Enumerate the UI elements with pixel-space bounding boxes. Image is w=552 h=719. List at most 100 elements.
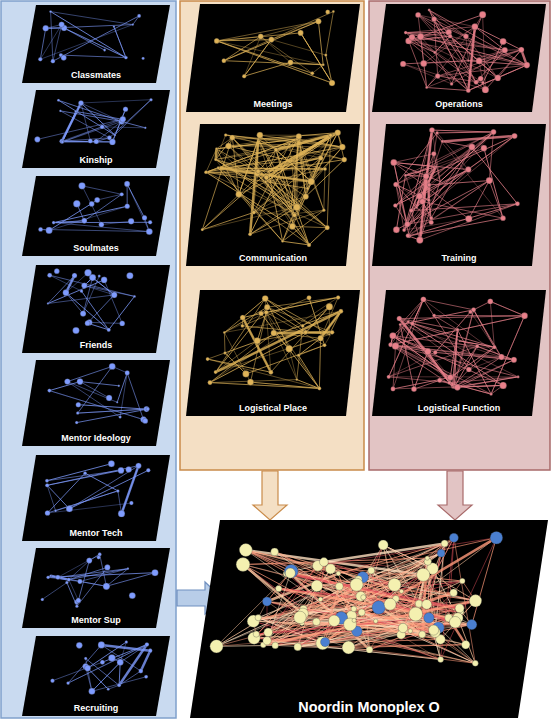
network-node xyxy=(269,37,275,43)
network-node xyxy=(43,25,49,31)
network-edge xyxy=(449,377,518,383)
layer-panel: Recruiting xyxy=(22,636,170,716)
panel-shape xyxy=(186,290,360,416)
network-node xyxy=(108,654,115,661)
network-node xyxy=(324,54,327,57)
network-edge xyxy=(399,316,524,319)
panel-ground xyxy=(186,290,360,416)
network-node xyxy=(428,9,431,12)
network-edge xyxy=(202,138,232,230)
network-edge xyxy=(406,148,484,175)
network-node xyxy=(253,631,259,637)
network-edge xyxy=(427,50,522,88)
network-node xyxy=(342,641,355,654)
network-node xyxy=(127,272,134,279)
network-node xyxy=(106,395,112,401)
network-edge xyxy=(394,163,469,219)
network-edge xyxy=(418,15,450,36)
network-node xyxy=(404,174,407,177)
network-node xyxy=(51,59,55,63)
network-node xyxy=(463,34,468,39)
network-node xyxy=(241,324,244,327)
network-edge xyxy=(42,583,67,600)
network-node xyxy=(390,333,397,340)
network-edge xyxy=(309,228,327,245)
network-node xyxy=(469,310,473,314)
network-edge xyxy=(393,385,503,389)
network-node xyxy=(467,60,469,62)
network-edge xyxy=(254,544,445,639)
network-edge xyxy=(47,470,121,480)
network-node xyxy=(448,34,452,38)
network-node xyxy=(491,129,496,134)
network-edge xyxy=(418,15,427,88)
network-edge xyxy=(458,330,492,394)
network-node xyxy=(316,18,322,24)
network-edge xyxy=(54,206,128,222)
layer-label: Kinship xyxy=(22,155,170,165)
layer-label: Mentor Ideology xyxy=(22,433,170,443)
network-edge xyxy=(88,295,115,323)
network-node xyxy=(281,240,283,242)
network-node xyxy=(80,311,86,317)
network-node xyxy=(398,623,407,632)
network-lines xyxy=(48,363,150,424)
network-node xyxy=(488,299,493,304)
panel-shape xyxy=(186,4,360,112)
network-node xyxy=(415,12,420,17)
network-edge xyxy=(218,168,294,215)
network-node xyxy=(120,321,125,326)
network-node xyxy=(481,81,484,84)
network-node xyxy=(100,660,104,664)
network-node xyxy=(296,378,298,380)
network-node xyxy=(208,380,213,385)
network-node xyxy=(417,568,430,581)
network-edge xyxy=(394,163,409,236)
network-node xyxy=(441,540,448,547)
network-node xyxy=(482,86,489,93)
network-node xyxy=(276,585,282,591)
network-node xyxy=(329,80,335,86)
layer-label: Logistical Function xyxy=(372,403,546,413)
operations-column xyxy=(369,1,550,470)
network-node xyxy=(400,61,406,67)
communication-column xyxy=(180,1,364,470)
network-node xyxy=(50,575,52,577)
network-edge xyxy=(404,182,440,231)
network-node xyxy=(85,665,91,671)
network-node xyxy=(387,375,391,379)
network-node xyxy=(60,139,65,144)
panel-shape xyxy=(22,265,170,353)
network-edge xyxy=(81,103,122,122)
network-node xyxy=(313,618,321,626)
network-node xyxy=(73,327,80,334)
network-node xyxy=(59,110,61,112)
network-edge xyxy=(40,25,61,60)
network-edge xyxy=(232,138,327,228)
network-edge xyxy=(210,383,319,389)
network-node xyxy=(358,609,365,616)
network-edge xyxy=(51,12,126,58)
network-edge xyxy=(82,291,109,330)
network-node xyxy=(85,321,90,326)
network-node xyxy=(294,643,302,651)
network-edge xyxy=(321,311,341,338)
network-node xyxy=(288,60,293,65)
network-node xyxy=(109,363,115,369)
network-node xyxy=(63,290,69,296)
network-node xyxy=(393,227,399,233)
network-edge xyxy=(47,464,111,481)
network-node xyxy=(326,564,336,574)
network-node xyxy=(479,11,486,18)
network-node xyxy=(152,569,159,576)
network-edge xyxy=(426,136,514,176)
network-edge xyxy=(454,330,457,388)
network-edge xyxy=(258,139,276,150)
network-node xyxy=(144,675,148,679)
network-node xyxy=(521,313,527,319)
network-edge xyxy=(51,576,107,587)
network-edge xyxy=(450,36,505,50)
network-node xyxy=(223,331,225,333)
network-edge xyxy=(208,359,320,388)
network-edge xyxy=(484,148,503,218)
